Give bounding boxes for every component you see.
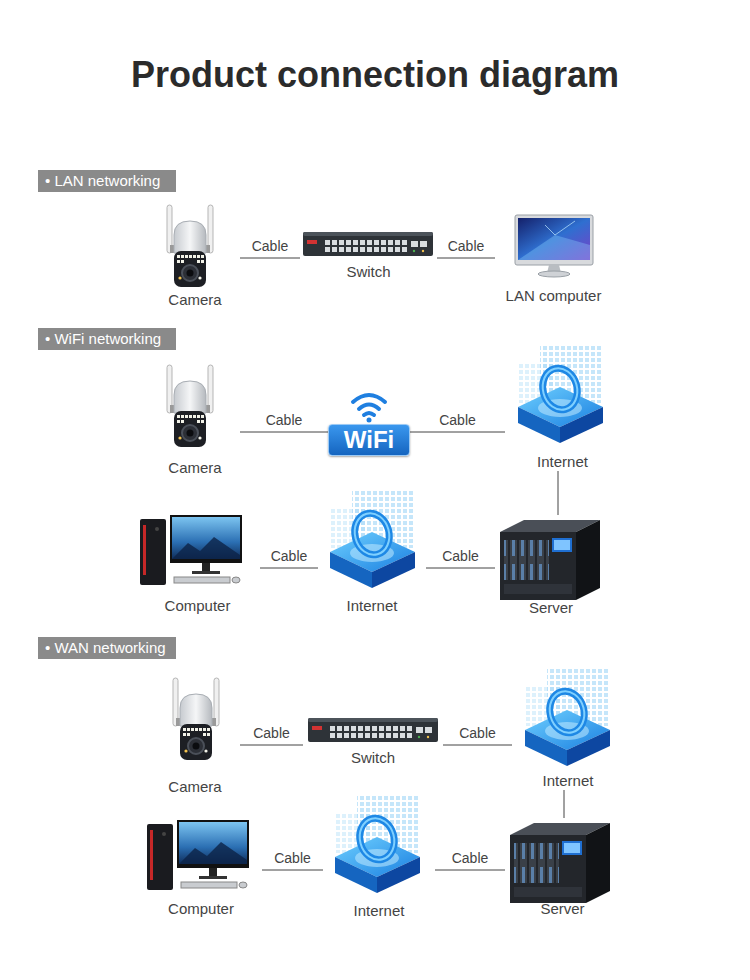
device-node: Camera [150,360,240,477]
node-label: Computer [168,900,234,918]
cable-label: Cable [250,238,291,255]
node-label: WiFi [344,427,394,453]
node-label: Camera [168,291,221,309]
node-label: Switch [351,749,395,767]
internet-icon [518,345,603,443]
cable-label: Cable [437,412,478,429]
section-tag: • WAN networking [38,637,176,659]
computer-icon [147,820,249,890]
cable-line [426,568,495,569]
cable-line [262,870,323,871]
cable-label: Cable [251,725,292,742]
cable-line [437,258,495,259]
switch-icon [308,718,438,742]
node-label: • LAN networking [45,172,160,190]
node-label: Camera [168,778,221,796]
device-node: Internet [505,345,620,471]
cable-line [435,870,505,871]
cable-line [240,258,300,259]
monitor-icon [515,215,593,277]
section-tag: • WiFi networking [38,328,176,350]
cable-label: Cable [450,850,491,867]
cable-line [240,745,303,746]
device-node: Switch [303,712,443,767]
device-node: Internet [512,665,624,790]
internet-icon [330,490,415,588]
node-label: Internet [347,597,398,615]
device-node: Camera [150,672,240,796]
wifi-waves [353,395,385,423]
device-node: Computer [140,815,262,918]
cable-label: Cable [269,548,310,565]
device-node: Internet [318,488,426,615]
server-icon [500,520,600,600]
cable-label: Cable [457,725,498,742]
device-node: Server [495,515,607,617]
device-node: Camera [150,200,240,309]
switch-icon [303,232,433,256]
internet-icon [335,795,420,893]
device-node: Server [505,818,620,918]
wifi-badge: WiFi [328,424,410,456]
device-node: Internet [323,790,435,920]
node-label: Switch [346,263,390,281]
camera-icon [173,678,219,760]
page-title: Product connection diagram [0,52,750,98]
computer-icon [140,515,242,585]
cable-line [558,471,559,515]
node-label: Internet [543,772,594,790]
device-node: Switch [300,225,437,281]
device-node: LAN computer [495,210,612,305]
node-label: LAN computer [506,287,602,305]
cable-line [260,568,318,569]
cable-label: Cable [272,850,313,867]
cable-label: Cable [264,412,305,429]
cable-label: Cable [440,548,481,565]
node-label: • WiFi networking [45,330,161,348]
camera-icon [167,365,213,447]
cable-line [240,432,328,433]
section-tag: • LAN networking [38,170,176,192]
node-label: Server [540,900,584,918]
node-label: Camera [168,459,221,477]
camera-icon [167,205,213,287]
node-label: Internet [354,902,405,920]
node-label: Server [529,599,573,617]
server-icon [510,823,610,903]
node-label: Internet [537,453,588,471]
internet-icon [525,668,610,766]
cable-label: Cable [446,238,487,255]
node-label: Computer [165,597,231,615]
cable-line [564,790,565,818]
cable-line [410,432,505,433]
node-label: • WAN networking [45,639,166,657]
cable-line [443,745,512,746]
device-node: Computer [135,510,260,615]
